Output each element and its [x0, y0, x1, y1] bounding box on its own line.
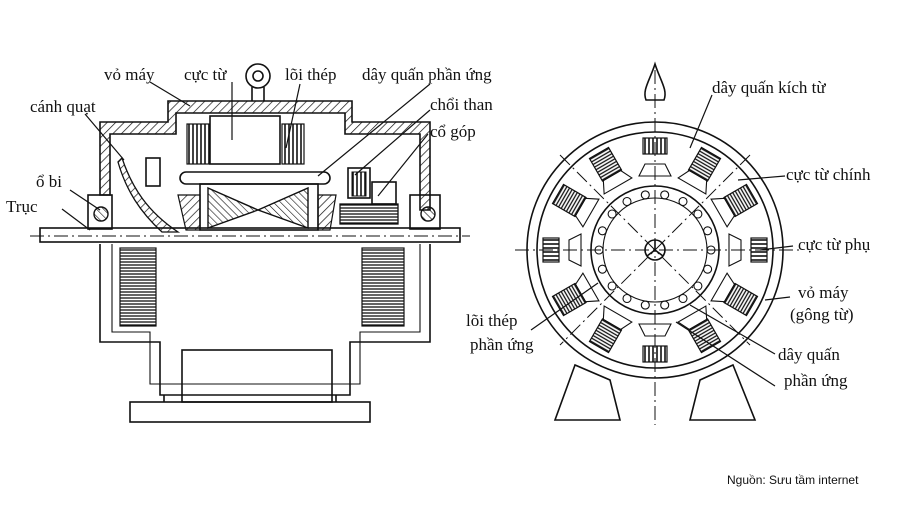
labels: vỏ máy cực từ lõi thép dây quấn phần ứng…: [6, 65, 871, 487]
source-caption: Nguồn: Sưu tầm internet: [727, 473, 859, 487]
label-vo-may-right: vỏ máy: [798, 283, 849, 302]
armature-slot: [703, 226, 713, 236]
motor-cross-section: [515, 61, 800, 425]
pole-coil: [588, 146, 633, 195]
pole-coil: [542, 233, 582, 267]
label-cuc-tu-phu: cực từ phụ: [798, 235, 871, 254]
label-loi-thep: lõi thép: [285, 65, 336, 84]
pole-coil: [588, 305, 633, 354]
armature-slot: [597, 226, 607, 236]
label-truc: Trục: [6, 197, 38, 216]
label-canh-quat: cánh quạt: [30, 97, 96, 116]
armature-slots: [594, 190, 716, 310]
label-day-quan-phan-ung-right-1: dây quấn: [778, 345, 840, 364]
armature-slot: [622, 293, 632, 304]
armature-slot: [678, 293, 688, 304]
pole-group: [542, 137, 768, 363]
armature-slot: [597, 264, 607, 274]
motor-longitudinal-section: [30, 63, 470, 423]
pole-coil: [551, 183, 600, 228]
label-loi-thep-phan-ung-1: lõi thép: [466, 311, 517, 330]
pole-coil: [710, 272, 759, 317]
label-o-bi: ổ bi: [36, 172, 62, 191]
label-vo-may: vỏ máy: [104, 65, 155, 84]
armature-slot: [660, 300, 670, 310]
armature-slot: [678, 196, 688, 207]
armature-slot: [706, 245, 716, 255]
armature-slot: [622, 196, 632, 207]
label-cuc-tu: cực từ: [184, 65, 227, 84]
pole-coil: [551, 272, 600, 317]
label-cuc-tu-chinh: cực từ chính: [786, 165, 871, 184]
armature-slot: [607, 209, 617, 219]
pole-coil: [677, 305, 722, 354]
pole-coil: [638, 323, 672, 363]
armature-slot: [607, 281, 617, 291]
label-day-quan-phan-ung: dây quấn phần ứng: [362, 65, 492, 84]
label-loi-thep-phan-ung-2: phần ứng: [470, 335, 534, 354]
armature-slot: [693, 281, 703, 291]
armature-slot: [640, 190, 650, 200]
label-co-gop: cổ góp: [430, 122, 476, 141]
pole-coil: [677, 146, 722, 195]
pole-coil: [638, 137, 672, 177]
pole-coil: [710, 183, 759, 228]
pole-coil: [728, 233, 768, 267]
label-choi-than: chổi than: [430, 95, 493, 114]
label-day-quan-kich-tu: dây quấn kích từ: [712, 78, 826, 97]
armature-slot: [703, 264, 713, 274]
label-gong-tu: (gông từ): [790, 305, 854, 324]
armature-slot: [660, 190, 670, 200]
leader-lines: [61, 81, 794, 387]
armature-slot: [640, 300, 650, 310]
armature-slot: [693, 209, 703, 219]
armature-slot: [594, 245, 604, 255]
label-day-quan-phan-ung-right-2: phần ứng: [784, 371, 848, 390]
